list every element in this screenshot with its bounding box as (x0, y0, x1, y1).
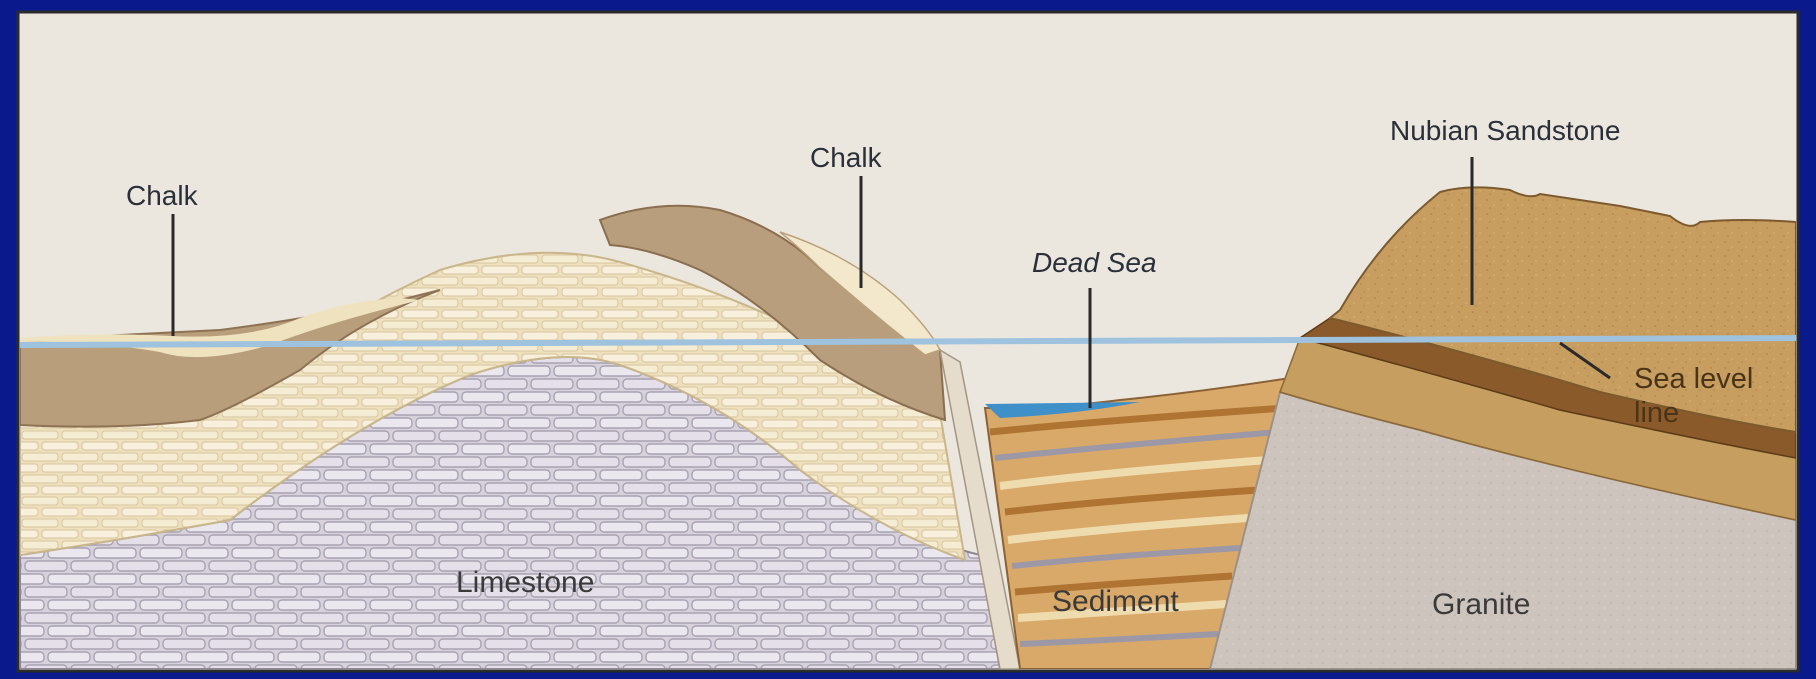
label-sea-level-line-1: Sea level (1634, 363, 1753, 395)
label-limestone: Limestone (456, 566, 594, 599)
label-sea-level-line-2: line (1634, 397, 1679, 429)
label-dead-sea: Dead Sea (1032, 247, 1157, 278)
label-chalk-left: Chalk (126, 180, 199, 211)
label-nubian-sandstone: Nubian Sandstone (1390, 115, 1620, 146)
label-chalk-center: Chalk (810, 142, 883, 173)
label-sediment: Sediment (1052, 585, 1179, 618)
label-granite: Granite (1432, 588, 1530, 621)
